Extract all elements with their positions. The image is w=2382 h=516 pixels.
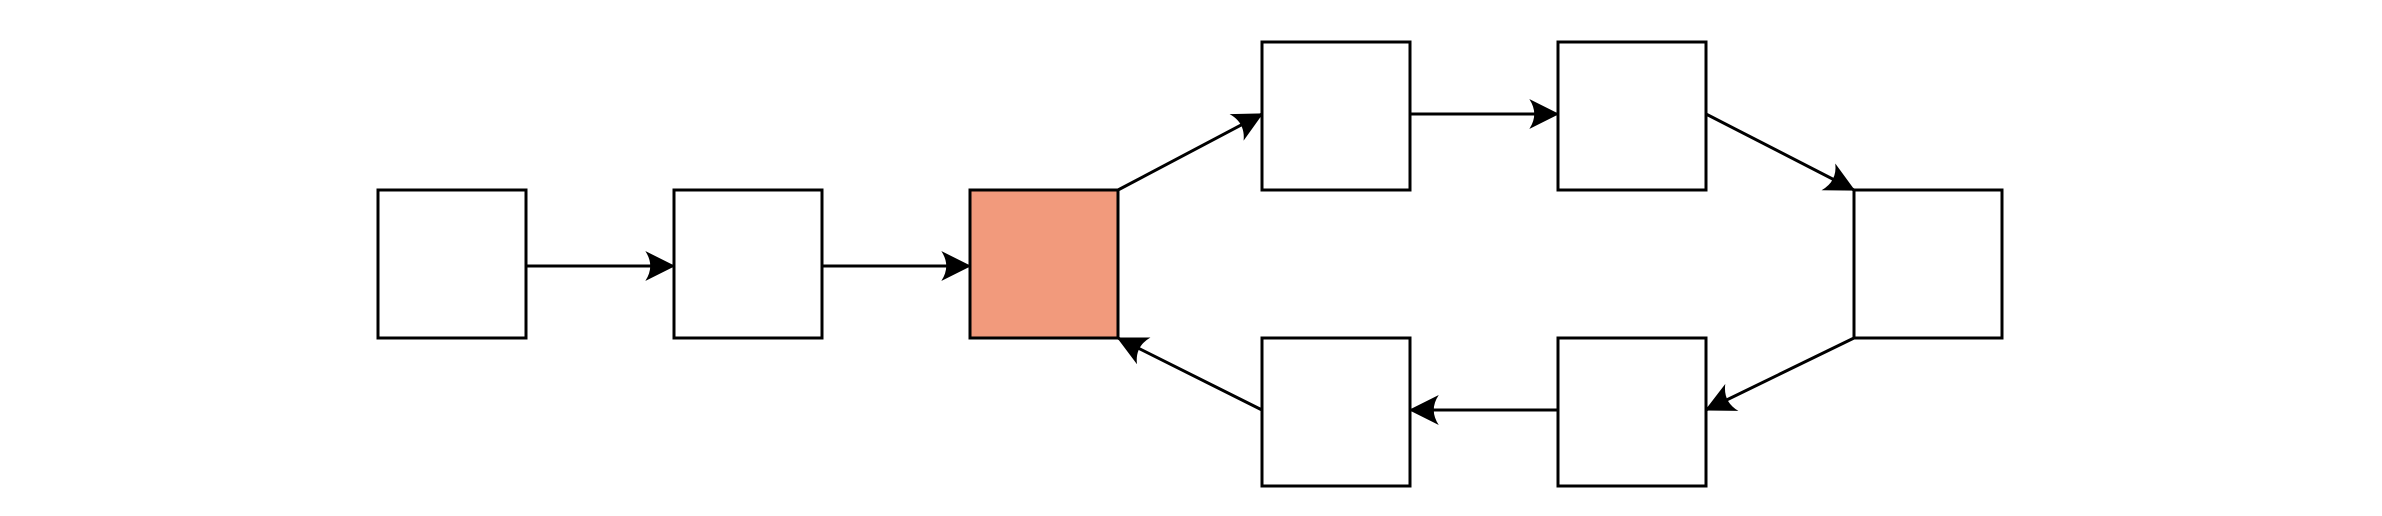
highlighted-box-node-3 [968,188,1120,340]
box-node-4 [1260,40,1412,192]
box-node-6 [1852,188,2004,340]
box-node-2 [672,188,824,340]
arrow-node-6-to-node-7 [1704,336,1855,412]
box-node-7 [1556,336,1708,488]
arrow-node-3-to-node-4 [1117,112,1264,192]
nodes-layer [376,40,2004,488]
box-node-5 [1556,40,1708,192]
arrow-node-8-to-node-3 [1116,336,1263,412]
arrow-node-5-to-node-6 [1705,112,1856,192]
box-node-1 [376,188,528,340]
edges-layer [526,99,1856,425]
box-node-8 [1260,336,1412,488]
